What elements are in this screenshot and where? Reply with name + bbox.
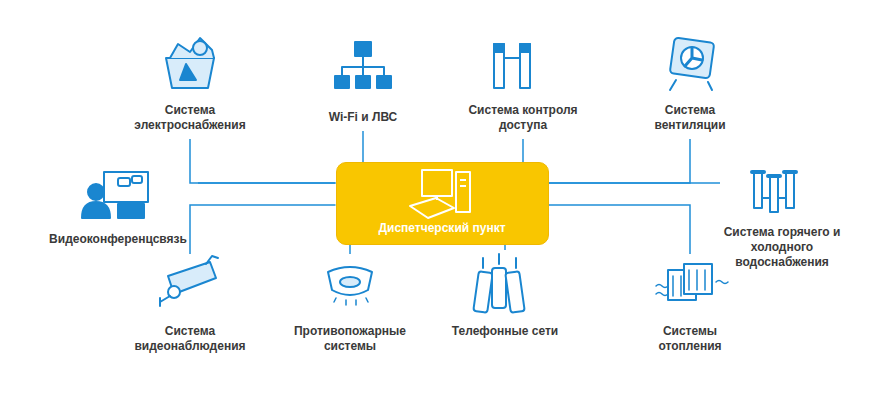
connector-line: [362, 131, 364, 162]
connector-line: [198, 182, 336, 184]
node-label: Телефонные сети: [445, 324, 565, 339]
node-label: Wi-Fi и ЛВС: [308, 110, 418, 125]
phone-icon: [473, 254, 524, 313]
system-node: Противопожарные системы: [290, 254, 410, 354]
node-label: Система вентиляции: [640, 103, 740, 133]
connector-line: [549, 182, 721, 184]
node-label: Система видеонаблюдения: [130, 324, 250, 354]
dispatch-box: Диспетчерский пункт: [336, 162, 549, 245]
connector-line: [549, 205, 691, 254]
system-node: Телефонные сети: [445, 250, 565, 339]
connector-line: [349, 245, 351, 254]
connector-line: [190, 139, 336, 183]
water-icon: [752, 172, 796, 212]
system-node: Видеоконференцсвязь: [38, 168, 198, 247]
network-icon: [335, 42, 391, 88]
system-node: Система контроля доступа: [458, 103, 588, 133]
connector-line: [549, 139, 691, 183]
power-icon: [166, 38, 214, 88]
node-label: Система электроснабжения: [130, 103, 250, 133]
system-node: Система горячего и холодного водоснабжен…: [720, 163, 844, 270]
system-node: Системы отопления: [640, 254, 740, 354]
node-label: Системы отопления: [640, 324, 740, 354]
node-label: Диспетчерский пункт: [337, 221, 548, 236]
camera-icon: [160, 256, 218, 306]
system-node: Wi-Fi и ЛВС: [308, 110, 418, 125]
radiator-icon: [656, 264, 728, 300]
smoke-detector-icon: [328, 267, 372, 305]
connector-line: [190, 205, 336, 254]
node-label: Противопожарные системы: [290, 324, 410, 354]
connector-line: [522, 139, 524, 162]
system-node: Система электроснабжения: [130, 103, 250, 133]
node-label: Видеоконференцсвязь: [38, 232, 198, 247]
system-node: Система вентиляции: [640, 103, 740, 133]
system-node: Система видеонаблюдения: [130, 254, 250, 354]
node-label: Система горячего и холодного водоснабжен…: [720, 225, 844, 270]
connector-line: [504, 245, 506, 250]
ventilation-icon: [670, 37, 715, 90]
turnstile-icon: [494, 44, 530, 88]
videoconf-icon: [82, 172, 148, 218]
node-label: Система контроля доступа: [458, 103, 588, 133]
